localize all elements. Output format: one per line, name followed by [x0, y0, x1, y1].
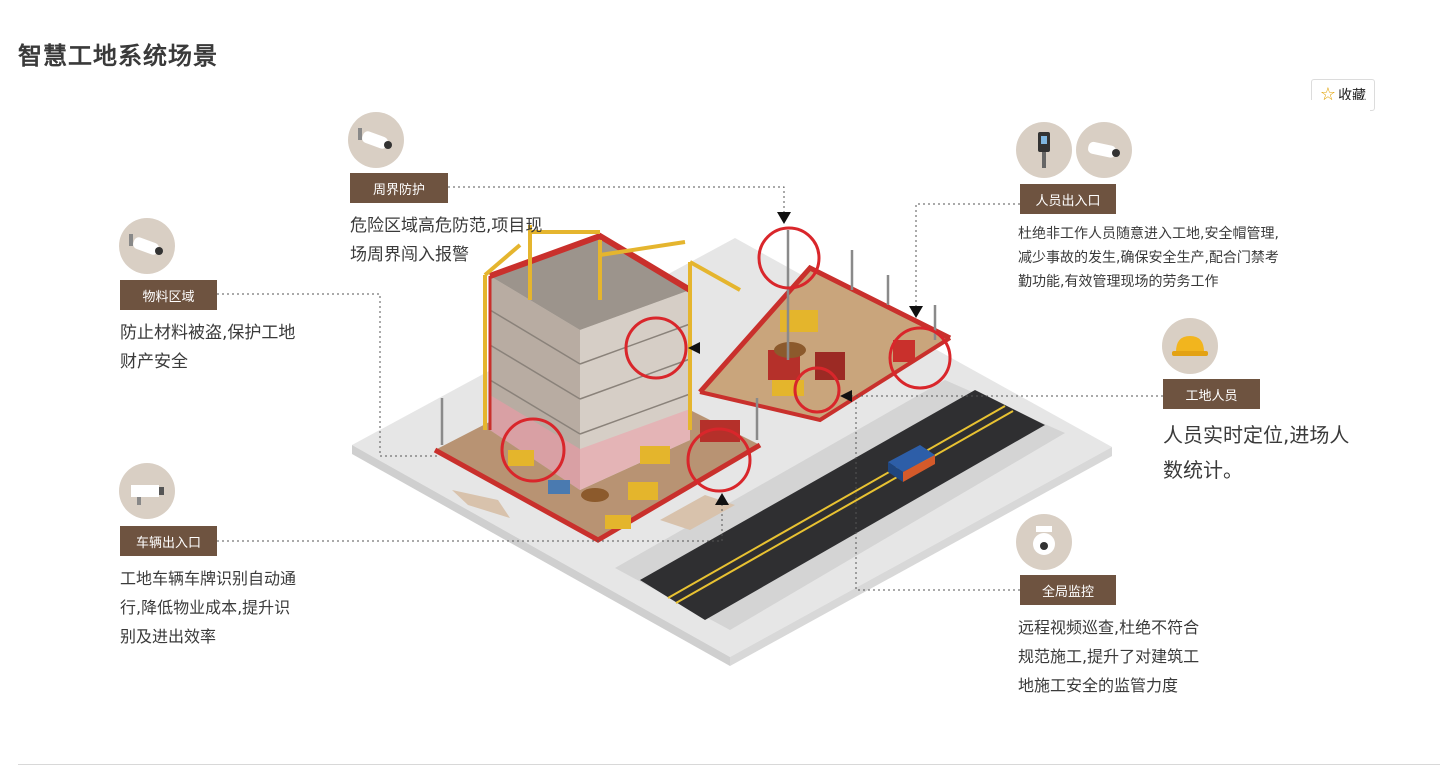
- entrance-label: 人员出入口: [1020, 184, 1116, 214]
- desc-line: 人员实时定位,进场人: [1163, 423, 1350, 447]
- monitor-dome-icon-circle: [1016, 514, 1072, 570]
- desc-line: 数统计。: [1163, 458, 1243, 482]
- desc-line: 工地车辆车牌识别自动通: [120, 569, 297, 588]
- desc-line: 地施工安全的监管力度: [1018, 676, 1179, 695]
- entrance-terminal-icon-circle: [1016, 122, 1072, 178]
- monitor-desc: 远程视频巡查,杜绝不符合 规范施工,提升了对建筑工 地施工安全的监管力度: [1018, 613, 1199, 700]
- vehicle-desc: 工地车辆车牌识别自动通 行,降低物业成本,提升识 别及进出效率: [120, 564, 296, 651]
- desc-line: 远程视频巡查,杜绝不符合: [1018, 618, 1200, 637]
- desc-line: 行,降低物业成本,提升识: [120, 598, 291, 617]
- desc-line: 杜绝非工作人员随意进入工地,安全帽管理,: [1018, 226, 1279, 242]
- entrance-camera-icon-circle: [1076, 122, 1132, 178]
- material-label: 物料区域: [120, 280, 217, 310]
- box-camera-icon: [131, 485, 164, 505]
- star-icon: ☆: [1319, 84, 1337, 105]
- entrance-desc: 杜绝非工作人员随意进入工地,安全帽管理, 减少事故的发生,确保安全生产,配合门禁…: [1018, 222, 1279, 294]
- workers-desc: 人员实时定位,进场人 数统计。: [1163, 418, 1349, 488]
- bottom-divider: [18, 764, 1440, 765]
- desc-line: 别及进出效率: [120, 627, 217, 646]
- desc-line: 减少事故的发生,确保安全生产,配合门禁考: [1018, 250, 1279, 266]
- perimeter-camera-icon-circle: [348, 112, 404, 168]
- bullet-camera-icon: [1088, 141, 1120, 158]
- bullet-camera-icon: [358, 128, 392, 149]
- vehicle-label: 车辆出入口: [120, 526, 217, 556]
- access-terminal-icon: [1038, 132, 1050, 168]
- desc-line: 规范施工,提升了对建筑工: [1018, 647, 1200, 666]
- vehicle-camera-icon-circle: [119, 463, 175, 519]
- material-desc: 防止材料被盗,保护工地 财产安全: [120, 319, 295, 377]
- material-camera-icon-circle: [119, 218, 175, 274]
- desc-line: 场周界闯入报警: [350, 245, 469, 265]
- bullet-camera-icon: [129, 234, 163, 255]
- page-title: 智慧工地系统场景: [18, 42, 218, 70]
- perimeter-label: 周界防护: [350, 173, 448, 203]
- perimeter-desc: 危险区域高危防范,项目现 场周界闯入报警: [350, 212, 542, 270]
- desc-line: 危险区域高危防范,项目现: [350, 216, 543, 236]
- desc-line: 勤功能,有效管理现场的劳务工作: [1018, 274, 1219, 290]
- desc-line: 防止材料被盗,保护工地: [120, 323, 296, 343]
- workers-label: 工地人员: [1163, 379, 1260, 409]
- desc-line: 财产安全: [120, 352, 188, 372]
- dome-camera-icon: [1033, 526, 1055, 555]
- hard-hat-icon: [1172, 336, 1208, 356]
- workers-hat-icon-circle: [1162, 318, 1218, 374]
- monitor-label: 全局监控: [1020, 575, 1116, 605]
